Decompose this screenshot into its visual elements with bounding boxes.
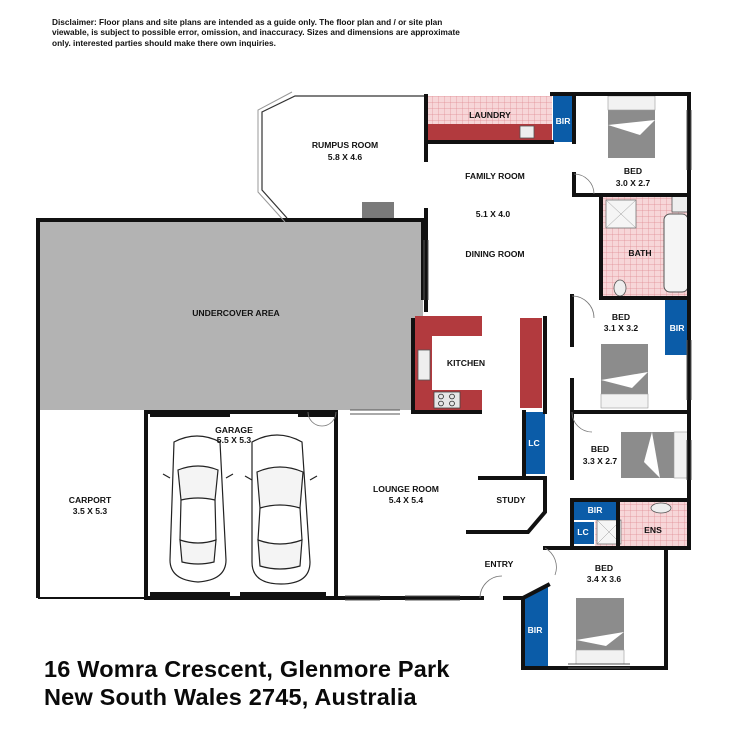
label-bed3-dims: 3.3 X 2.7 — [583, 456, 618, 466]
disclaimer-text: Disclaimer: Floor plans and site plans a… — [52, 17, 460, 48]
label-bed4-name: BED — [595, 563, 613, 573]
lc-low-fill — [572, 522, 594, 544]
label-kitchen: KITCHEN — [447, 358, 485, 368]
bir-mid-fill — [665, 300, 689, 355]
label-bir-top: BIR — [556, 116, 572, 126]
toilet-bath — [613, 279, 627, 297]
kitchen-island — [520, 318, 542, 408]
label-carport-dims: 3.5 X 5.3 — [73, 506, 108, 516]
laundry-tub — [519, 125, 535, 139]
label-dining-name: DINING ROOM — [465, 249, 524, 259]
bed1-furniture — [607, 95, 656, 158]
bir-low-fill — [572, 500, 618, 520]
bed3-furniture — [621, 431, 689, 479]
label-ens: ENS — [644, 525, 662, 535]
label-garage-dims: 5.5 X 5.3 — [217, 435, 252, 445]
label-bed1-name: BED — [624, 166, 642, 176]
bir-top-fill — [553, 94, 574, 142]
bir-bottom-fill — [523, 585, 548, 668]
label-family-name: FAMILY ROOM — [465, 171, 525, 181]
label-undercover: UNDERCOVER AREA — [192, 308, 280, 318]
label-bed3-name: BED — [591, 444, 609, 454]
label-entry: ENTRY — [485, 559, 514, 569]
car-left — [162, 435, 234, 583]
car-right — [244, 434, 318, 585]
label-lounge-dims: 5.4 X 5.4 — [389, 495, 424, 505]
label-lc-low: LC — [577, 527, 588, 537]
laundry-area — [428, 96, 552, 124]
bed2-furniture — [600, 344, 649, 409]
label-garage-name: GARAGE — [215, 425, 253, 435]
label-carport-name: CARPORT — [69, 495, 112, 505]
garage-front-right — [240, 592, 326, 598]
label-study: STUDY — [496, 495, 525, 505]
label-laundry: LAUNDRY — [469, 110, 511, 120]
label-bath: BATH — [628, 248, 651, 258]
bathtub — [663, 213, 689, 293]
label-lc-mid: LC — [528, 438, 539, 448]
garage-front-left — [150, 592, 230, 598]
label-bir-bottom: BIR — [528, 625, 544, 635]
label-bed4-dims: 3.4 X 3.6 — [587, 574, 622, 584]
windows — [345, 110, 692, 669]
label-lounge-name: LOUNGE ROOM — [373, 484, 439, 494]
label-bed2-dims: 3.1 X 3.2 — [604, 323, 639, 333]
bed4-furniture — [575, 598, 625, 665]
label-bir-mid: BIR — [670, 323, 686, 333]
label-family-dims: 5.1 X 4.0 — [476, 209, 511, 219]
property-address: 16 Womra Crescent, Glenmore Park New Sou… — [44, 655, 450, 711]
door-swings — [307, 173, 595, 599]
ensuite-basin — [650, 502, 672, 514]
cooktop — [433, 391, 461, 409]
label-rumpus-dims: 5.8 X 4.6 — [328, 152, 363, 162]
kitchen-bench — [415, 316, 482, 410]
kitchen-sink — [417, 349, 431, 381]
label-bed2-name: BED — [612, 312, 630, 322]
address-line-1: 16 Womra Crescent, Glenmore Park — [44, 656, 450, 682]
label-bed1-dims: 3.0 X 2.7 — [616, 178, 651, 188]
undercover-outline — [36, 218, 425, 598]
garage-door-header-right — [298, 412, 334, 417]
rumpus-bay-window — [261, 95, 426, 219]
address-line-2: New South Wales 2745, Australia — [44, 684, 417, 710]
label-rumpus-name: RUMPUS ROOM — [312, 140, 378, 150]
lc-mid-fill — [524, 412, 545, 474]
undercover-area — [38, 220, 423, 410]
garage-door-header-left — [150, 412, 230, 417]
label-bir-low: BIR — [588, 505, 604, 515]
fireplace — [362, 202, 394, 218]
